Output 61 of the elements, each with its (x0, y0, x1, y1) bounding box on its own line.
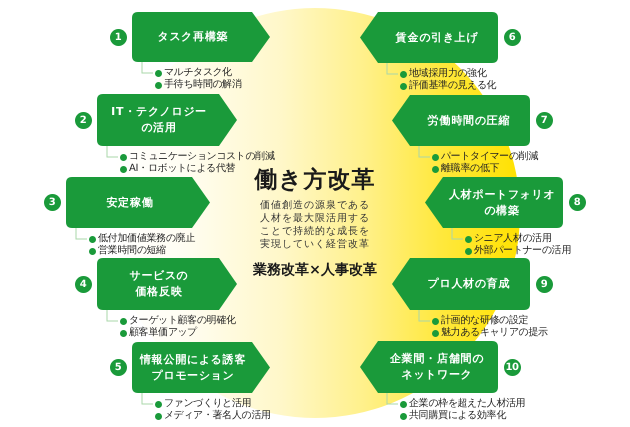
box-title: 情報公開による誘客プロモーション (138, 352, 248, 384)
leader-line (386, 392, 398, 404)
bullet-text: 地域採用力の強化 (409, 68, 487, 80)
bullet-text: ファンづくりと活用 (164, 398, 252, 410)
leader-line (106, 146, 118, 158)
arrow-box (425, 177, 563, 228)
number-badge: 3 (44, 194, 60, 211)
arrow-box (132, 12, 270, 62)
box-title: プロ人材の育成 (428, 276, 510, 292)
box-title: 安定稼働 (106, 194, 154, 210)
leader-line (106, 310, 118, 322)
number-badge: 2 (74, 112, 92, 128)
bullet-text: 営業時間の短縮 (98, 245, 166, 257)
bullet-text: 評価基準の見える化 (409, 80, 496, 92)
number-badge: 7 (536, 112, 552, 129)
box-title: 賃金の引き上げ (396, 30, 478, 46)
bullet-text: 計画的な研修の設定 (441, 315, 528, 326)
box-title: IT・テクノロジーの活用 (110, 104, 208, 136)
center-title: 働き方改革 (254, 166, 376, 195)
bullet-text: メディア・著名人の活用 (164, 410, 271, 422)
arrow-box (66, 177, 210, 228)
bullet-text: 低付加価値業務の廃止 (98, 233, 196, 244)
arrow-box (97, 258, 237, 310)
bullet-text: 手待ち時間の解消 (164, 79, 242, 91)
leader-line (142, 392, 154, 404)
bullet-text: 外部パートナーの活用 (474, 245, 572, 257)
bullet-text: 離職率の低下 (441, 163, 500, 175)
bullet-text: 企業の枠を超えた人材活用 (409, 398, 526, 410)
leader-line (418, 310, 430, 322)
leader-line (386, 62, 398, 74)
arrow-box (392, 95, 530, 146)
number-badge: 8 (568, 194, 586, 211)
box-title: 労働時間の圧縮 (428, 112, 510, 128)
number-badge: 9 (536, 276, 552, 292)
bullet-text: コミュニケーションコストの削減 (129, 151, 275, 162)
bullet-text: 顧客単価アップ (129, 327, 197, 339)
number-badge: 10 (504, 358, 520, 376)
bullet-text: 共同購買による効率化 (409, 410, 506, 422)
box-title: 企業間・店舗間のネットワーク (388, 351, 486, 383)
bullet-text: AI・ロボットによる代替 (129, 163, 236, 175)
number-badge: 5 (110, 359, 126, 376)
box-title: タスク再構築 (158, 29, 228, 45)
number-badge: 6 (504, 29, 520, 46)
bullet-text: マルチタスク化 (164, 67, 232, 78)
bullet-text: ターゲット顧客の明確化 (129, 315, 236, 326)
leader-line (452, 228, 464, 240)
number-badge: 4 (74, 276, 92, 292)
arrow-box (360, 12, 498, 63)
leader-line (142, 62, 154, 74)
box-title: 人材ポートフォリオの構築 (448, 186, 556, 218)
center-tagline: 業務改革×人事改革 (253, 261, 377, 279)
arrow-box (360, 341, 498, 393)
arrow-box (392, 258, 530, 310)
box-title: サービスの価格反映 (128, 268, 190, 300)
number-badge: 1 (110, 28, 126, 46)
leader-line (418, 146, 430, 158)
bullet-text: 魅力あるキャリアの提示 (441, 327, 548, 339)
leader-line (76, 228, 88, 240)
center-description: 価値創造の源泉である人材を最大限活用することで持続的な成長を実現していく経営改革 (259, 199, 371, 251)
arrow-box (132, 342, 270, 393)
arrow-box (97, 94, 237, 146)
